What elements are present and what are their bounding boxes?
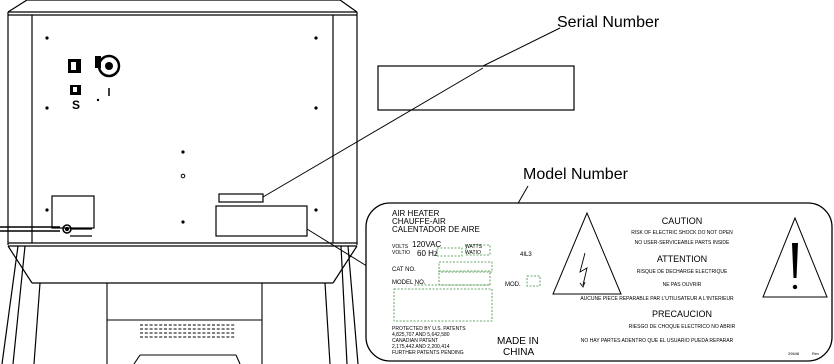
product-name-fr: CHAUFFE-AIR <box>392 217 446 226</box>
patent-line-1: PROTECTED BY U.S. PATENTS <box>392 326 466 332</box>
hz-value: 60 Hz <box>417 249 438 258</box>
serial-sticker <box>218 193 264 203</box>
heater-legs <box>1 245 359 364</box>
caution-line-1: RISK OF ELECTRIC SHOCK DO NOT OPEN <box>631 230 733 236</box>
serial-callout: Serial Number <box>262 14 660 198</box>
volts-label: VOLTS <box>392 244 409 250</box>
mod-label: MOD. <box>505 282 521 288</box>
plate-code: 4IL3 <box>520 252 532 258</box>
watts-field <box>465 244 491 256</box>
barcode-field <box>393 288 493 322</box>
serial-number-label: Serial Number <box>557 14 660 31</box>
plate-pointer-line <box>306 228 371 269</box>
panel-screws <box>45 36 318 224</box>
precaucion-line-1: RIESGO DE CHOQUE ELECTRICO NO ABRIR <box>629 324 736 330</box>
patent-line-4: 2,175,442 AND 2,200,414 <box>392 344 450 350</box>
caution-line-2: NO USER-SERVICEABLE PARTS INSIDE <box>635 240 730 246</box>
mod-field <box>526 275 541 287</box>
serial-leader-line <box>482 27 561 67</box>
volts-field <box>436 247 463 257</box>
serial-pointer-line <box>262 67 484 198</box>
country-label: CHINA <box>503 347 534 358</box>
control-switches: S <box>68 54 121 112</box>
voltio-label: VOLTIO <box>392 250 410 256</box>
power-cord-box <box>0 195 95 237</box>
cabinet-lid <box>7 0 358 13</box>
model-number-label: Model Number <box>523 166 629 183</box>
caution-title: CAUTION <box>662 216 703 226</box>
attention-title: ATTENTION <box>657 254 707 264</box>
rating-plate-outline <box>365 202 833 362</box>
rating-plate: AIR HEATER CHAUFFE-AIR CALENTADOR DE AIR… <box>365 202 833 362</box>
model-no-label: MODEL NO. <box>392 280 426 286</box>
product-name-en: AIR HEATER <box>392 209 440 218</box>
plate-part-number: 29648 <box>788 351 800 356</box>
attention-line-1: RISQUE DE DECHARGE ELECTRIQUE <box>637 269 728 275</box>
precaucion-line-2: NO HAY PARTES ADENTRO QUE EL USUARIO PUE… <box>581 338 734 344</box>
attention-line-3: AUCUNE PIECE REPARABLE PAR L'UTILISATEUR… <box>580 296 734 302</box>
vent-grille <box>106 283 263 364</box>
cat-no-field <box>438 261 493 273</box>
made-in-label: MADE IN <box>497 336 539 347</box>
patent-line-2: 4,825,707 AND 5,642,580 <box>392 332 450 338</box>
precaucion-title: PRECAUCION <box>652 309 712 319</box>
attention-line-2: NE PAS OUVRIR <box>663 282 702 288</box>
rating-plate-on-unit <box>215 205 308 237</box>
heater-cabinet <box>7 0 358 284</box>
watio-label: WATIO <box>465 250 481 256</box>
cat-no-label: CAT NO. <box>392 267 416 273</box>
product-name-es: CALENTADOR DE AIRE <box>392 225 480 234</box>
patent-line-3: CANADIAN PATENT <box>392 338 438 344</box>
volts-value: 120VAC <box>412 240 441 249</box>
model-no-field <box>438 270 491 286</box>
exclamation-warning-icon <box>762 216 828 298</box>
plate-revision: Rev <box>812 351 819 356</box>
patent-line-5: FURTHER PATENTS PENDING <box>392 350 464 356</box>
shock-warning-icon <box>552 211 622 295</box>
svg-text:S: S <box>72 98 80 112</box>
watts-label: WATTS <box>465 244 483 250</box>
serial-number-box <box>377 65 575 111</box>
